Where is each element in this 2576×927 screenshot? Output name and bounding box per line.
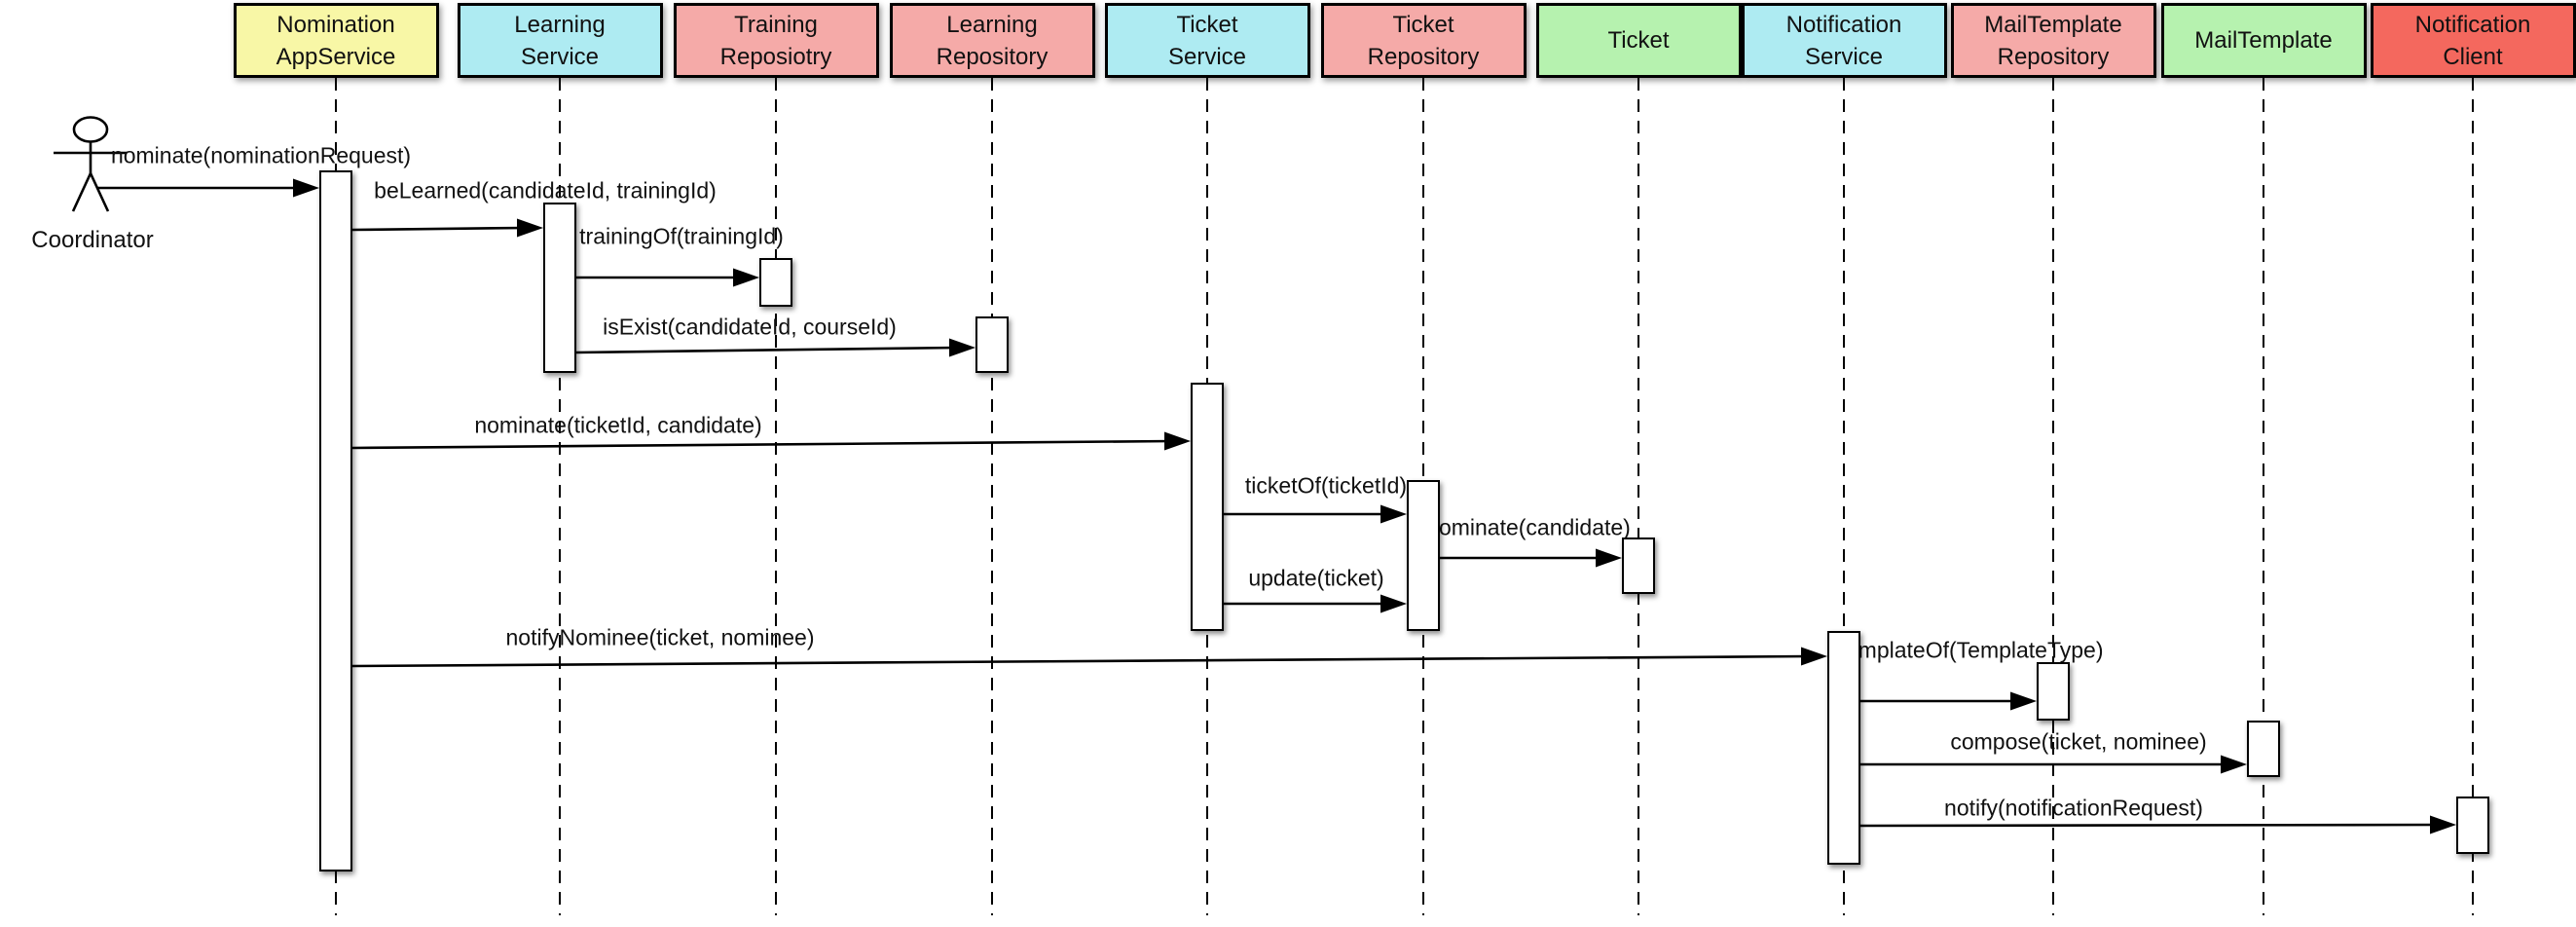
activation-mailtemplate — [2247, 721, 2280, 777]
lifeline-title-ticket-service: Ticket Service — [1167, 11, 1247, 70]
msg-training-of — [576, 268, 759, 287]
lifeline-title-ticket-repository: Ticket Repository — [1367, 11, 1480, 70]
msg-nominate-ticket-line — [351, 439, 1174, 450]
msg-update-ticket-label: update(ticket) — [1248, 565, 1384, 591]
actor-head — [72, 116, 109, 143]
msg-notify-nominee — [351, 647, 1827, 668]
msg-notify-line — [1859, 823, 2440, 828]
lifeline-head-learning-repository: Learning Repository — [889, 3, 1095, 78]
msg-ticket-of-label: ticketOf(ticketId) — [1244, 472, 1408, 499]
msg-update-ticket-arrowhead — [1380, 594, 1407, 613]
lifeline-title-learning-service: Learning Service — [514, 11, 606, 70]
activation-ticket-repository — [1407, 480, 1440, 631]
msg-is-exist-line — [575, 346, 959, 354]
msg-nominate-cand-arrowhead — [1596, 548, 1622, 568]
msg-be-learned-line — [351, 226, 527, 232]
msg-nominate-ticket-arrowhead — [1164, 431, 1191, 451]
msg-ticket-of-arrowhead — [1380, 504, 1407, 524]
msg-notify-arrowhead — [2430, 815, 2456, 834]
msg-compose-arrowhead — [2221, 755, 2247, 774]
lifeline-title-mailtemplate-repository: MailTemplate Repository — [1984, 11, 2122, 70]
msg-notify-label: notify(notificationRequest) — [1944, 795, 2203, 821]
actor-label-coordinator: Coordinator — [31, 227, 154, 253]
msg-nominate-cand — [1440, 548, 1622, 568]
lifeline-title-learning-repository: Learning Repository — [936, 11, 1049, 70]
msg-compose — [1860, 755, 2247, 774]
msg-nominate-request-label: nominate(nominationRequest) — [110, 142, 412, 168]
msg-training-of-label: trainingOf(trainingId) — [579, 223, 784, 249]
msg-nominate-ticket-label: nominate(ticketId, candidate) — [474, 412, 762, 438]
activation-training-repository — [759, 258, 792, 307]
lifeline-title-training-repository: Training Reposiotry — [719, 11, 832, 70]
lifeline-title-mailtemplate: MailTemplate — [2194, 27, 2333, 54]
lifeline-head-mailtemplate: MailTemplate — [2160, 3, 2367, 78]
lifeline-head-mailtemplate-repository: MailTemplate Repository — [1950, 3, 2156, 78]
lifeline-title-notification-service: Notification Service — [1785, 11, 1902, 70]
activation-notification-service — [1827, 631, 1860, 865]
lifeline-title-ticket: Ticket — [1607, 27, 1670, 54]
activation-learning-service — [543, 203, 576, 373]
actor-right-leg — [89, 172, 110, 212]
msg-be-learned — [351, 218, 543, 238]
msg-is-exist-label: isExist(candidateId, courseId) — [603, 314, 897, 340]
msg-compose-label: compose(ticket, nominee) — [1950, 728, 2207, 755]
msg-template-of-arrowhead — [2010, 691, 2037, 711]
lifeline-head-ticket-repository: Ticket Repository — [1320, 3, 1527, 78]
activation-notification-client — [2456, 797, 2489, 854]
msg-notify-nominee-arrowhead — [1801, 647, 1827, 666]
msg-is-exist-arrowhead — [949, 338, 975, 357]
activation-ticket-service — [1191, 383, 1224, 631]
actor-left-leg — [71, 172, 92, 212]
lifeline-head-training-repository: Training Reposiotry — [673, 3, 879, 78]
lifeline-head-notification-client: Notification Client — [2370, 3, 2576, 78]
msg-be-learned-label: beLearned(candidateId, trainingId) — [374, 177, 717, 204]
msg-ticket-of — [1224, 504, 1407, 524]
msg-notify-nominee-line — [351, 654, 1811, 668]
msg-be-learned-arrowhead — [517, 218, 543, 238]
lifeline-head-notification-service: Notification Service — [1741, 3, 1947, 78]
msg-update-ticket — [1224, 594, 1407, 613]
msg-is-exist — [575, 338, 975, 357]
lifeline-title-nomination-app-service: Nomination AppService — [276, 11, 396, 70]
msg-nominate-request-arrowhead — [293, 178, 319, 198]
activation-learning-repository — [975, 316, 1009, 373]
lifeline-head-ticket: Ticket — [1535, 3, 1742, 78]
msg-template-of-label: templateOf(TemplateType) — [1839, 637, 2104, 663]
lifeline-title-notification-client: Notification Client — [2414, 11, 2531, 70]
activation-mailtemplate-repository — [2037, 662, 2070, 721]
msg-nominate-request — [97, 178, 319, 198]
activation-ticket — [1622, 538, 1655, 594]
lifeline-head-ticket-service: Ticket Service — [1104, 3, 1310, 78]
msg-training-of-arrowhead — [733, 268, 759, 287]
actor-figure-coordinator — [54, 116, 127, 212]
activation-nomination-app-service — [319, 170, 352, 871]
msg-template-of — [1860, 691, 2037, 711]
msg-notify-nominee-label: notifyNominee(ticket, nominee) — [505, 624, 815, 650]
lifeline-head-nomination-app-service: Nomination AppService — [233, 3, 439, 78]
lifeline-head-learning-service: Learning Service — [457, 3, 663, 78]
msg-nominate-cand-label: nominate(candidate) — [1426, 514, 1631, 540]
msg-notify — [1859, 815, 2456, 834]
msg-nominate-ticket — [351, 431, 1191, 451]
